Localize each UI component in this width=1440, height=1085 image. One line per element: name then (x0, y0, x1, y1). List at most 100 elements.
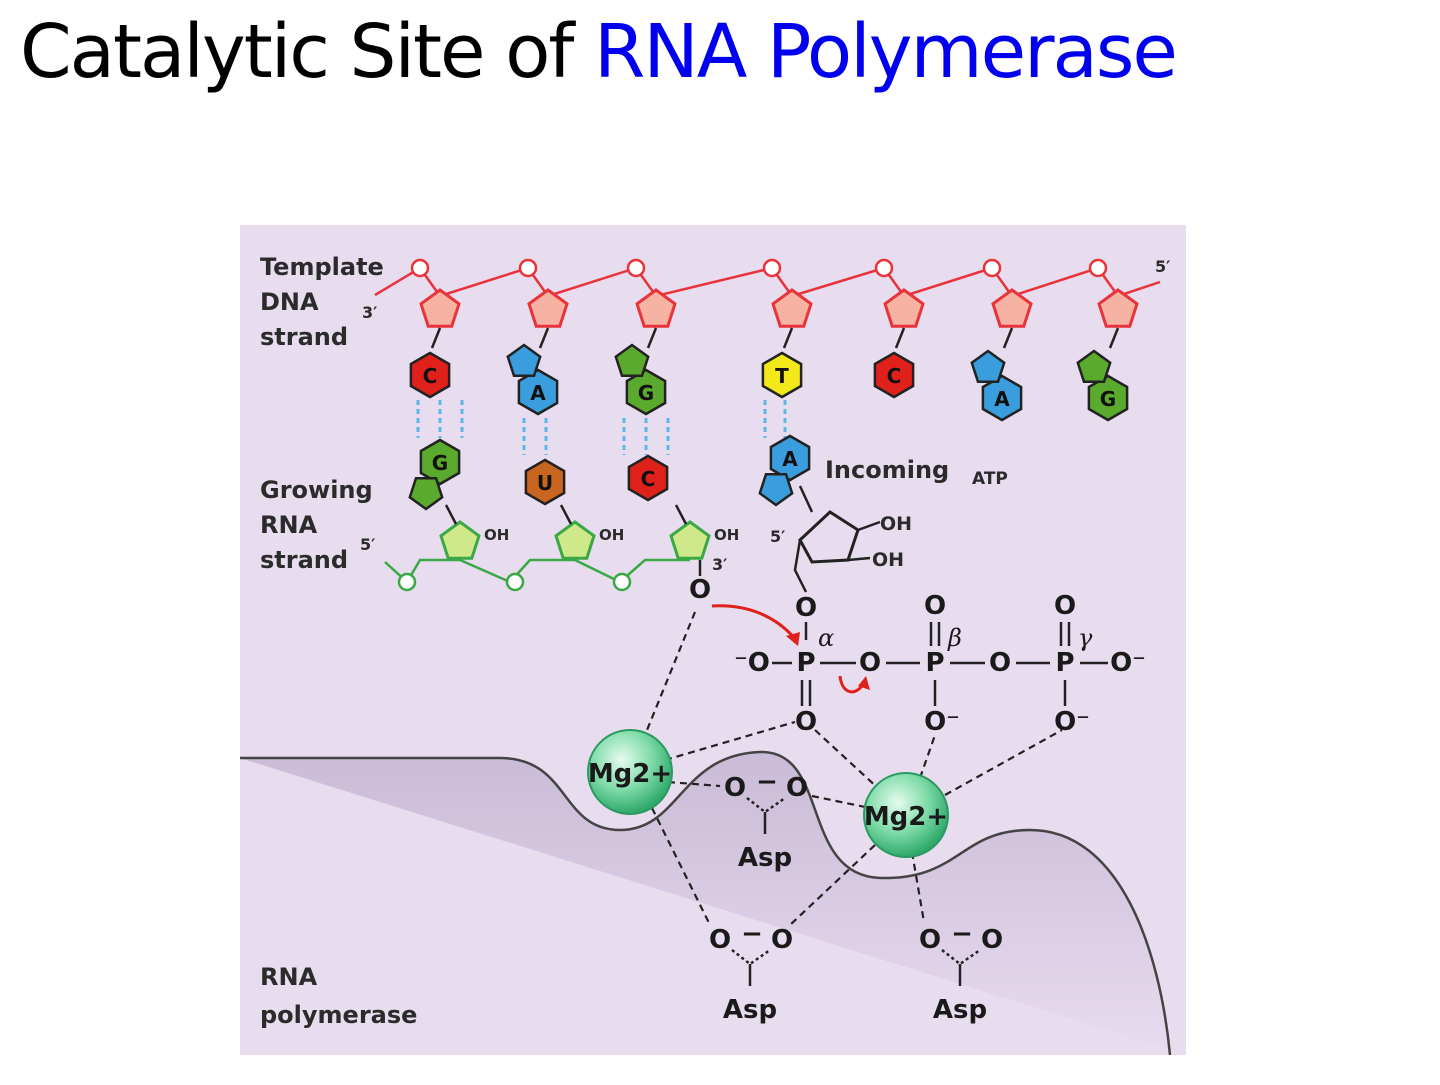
uracil-ring (524, 458, 566, 506)
rna-phosphate-circle (612, 572, 632, 592)
glycosidic-bond (430, 327, 442, 349)
alpha-phosphorus: P (796, 648, 815, 678)
gamma-phosphorus: P (1055, 648, 1074, 678)
cytosine-letter: C (641, 467, 656, 491)
uracil-base: U (524, 458, 566, 506)
growing-label-line2: RNA (260, 511, 318, 539)
glycosidic-bond (559, 504, 573, 525)
dna-sugar (635, 288, 677, 328)
guanine-ring (625, 368, 667, 416)
dna-phosphate-circle (410, 258, 430, 278)
adenine-base: A (970, 349, 1023, 422)
growing-rna-label: Growing RNA strand (260, 476, 373, 574)
dna-sugar (883, 288, 925, 328)
cytosine-ring (409, 351, 451, 399)
guanine-ring (419, 438, 461, 486)
mg2-alpha-coordination (814, 729, 881, 791)
guanine-five-ring (1076, 349, 1112, 384)
atp-ribose (798, 510, 860, 564)
atp-label: ATP (972, 469, 1008, 489)
asp-label: Asp (738, 843, 792, 873)
guanine-five-ring (614, 343, 650, 378)
glycosidic-bond (1108, 327, 1120, 349)
magnesium-label: Mg2+ (588, 759, 672, 789)
dna-sugar (419, 288, 461, 328)
adenine-five-ring (506, 343, 542, 378)
magnesium-label: Mg2+ (864, 802, 948, 832)
alpha-oxygen-minus: ⁻O (734, 648, 770, 678)
carboxylate-oxygen: O (786, 773, 808, 803)
template-label-line2: DNA (260, 288, 319, 316)
dna-3prime-label: 3′ (362, 303, 377, 322)
mg2-gamma-coordination (944, 729, 1063, 796)
polymerase-label: RNA polymerase (260, 963, 417, 1029)
carboxylate-charge: − (951, 919, 973, 949)
dna-sugar (771, 288, 813, 328)
dna-sugar (1097, 288, 1139, 328)
adenine-letter: A (782, 447, 798, 471)
polymerase-label-line1: RNA (260, 963, 318, 991)
ribose-oh-bond (857, 520, 881, 532)
dna-5prime-label: 5′ (1155, 257, 1170, 276)
beta-symbol: β (947, 624, 962, 652)
rna-backbone-line (384, 558, 690, 584)
rna-3prime-label: 3′ (712, 555, 727, 574)
growing-label-line3: strand (260, 546, 348, 574)
polymerase-surface-shadow (240, 751, 1186, 1055)
guanine-letter: G (638, 381, 654, 405)
cytosine-ring (873, 351, 915, 399)
mg1-asp-coordination (651, 807, 711, 926)
dna-phosphate-circle (874, 258, 894, 278)
atp-5prime-ch2 (793, 539, 808, 593)
glycosidic-bond (782, 327, 794, 349)
mg1-asp-coordination (667, 780, 721, 788)
rna-sugar (439, 520, 481, 560)
nucleophilic-attack-arrow (711, 604, 798, 641)
glycosidic-bond (444, 504, 458, 525)
uracil-letter: U (537, 471, 553, 495)
incoming-label: Incoming (825, 456, 949, 484)
carboxylate-oxygen: O (709, 925, 731, 955)
adenine-base: A (758, 434, 811, 507)
glycosidic-bond (894, 327, 906, 349)
rna-sugar (554, 520, 596, 560)
dna-phosphate-circle (982, 258, 1002, 278)
carboxylate-charge: − (741, 919, 763, 949)
alpha-oxo-oxygen: O (795, 707, 817, 737)
adenine-ring (981, 374, 1023, 422)
adenine-letter: A (530, 381, 546, 405)
dna-phosphate-circle (1088, 258, 1108, 278)
guanine-letter: G (432, 451, 448, 475)
magnesium-sphere (587, 729, 673, 815)
atp-2prime-oh: OH (880, 513, 912, 535)
rna-hydroxyl: OH (599, 526, 624, 544)
arrow-head (786, 632, 800, 646)
polymerase-label-line2: polymerase (260, 1001, 417, 1029)
guanine-base: G (1076, 349, 1129, 422)
adenine-letter: A (994, 387, 1010, 411)
glycosidic-bond (674, 504, 688, 525)
growing-label-line1: Growing (260, 476, 373, 504)
dna-sugar (991, 288, 1033, 328)
carboxylate-oxygen: O (919, 925, 941, 955)
guanine-letter: G (1100, 387, 1116, 411)
title-main: Catalytic Site of (20, 9, 594, 95)
coordination-bonds (643, 611, 1063, 926)
thymine-letter: T (775, 364, 789, 388)
gamma-oxygen-minus-bottom: O⁻ (1054, 707, 1090, 737)
gamma-oxygen-minus-right: O⁻ (1110, 648, 1146, 678)
carboxylate-resonance (746, 796, 786, 814)
carboxylate-charge: − (756, 767, 778, 797)
title-accent: RNA Polymerase (593, 9, 1178, 95)
rna-sugar (669, 520, 711, 560)
dna-sugar (527, 288, 569, 328)
magnesium-ions: Mg2+ Mg2+ (587, 729, 949, 858)
rna-hydroxyl: OH (714, 526, 739, 544)
gamma-oxo-oxygen: O (1054, 591, 1076, 621)
dna-phosphate-circle (626, 258, 646, 278)
guanine-base: G (614, 343, 667, 416)
